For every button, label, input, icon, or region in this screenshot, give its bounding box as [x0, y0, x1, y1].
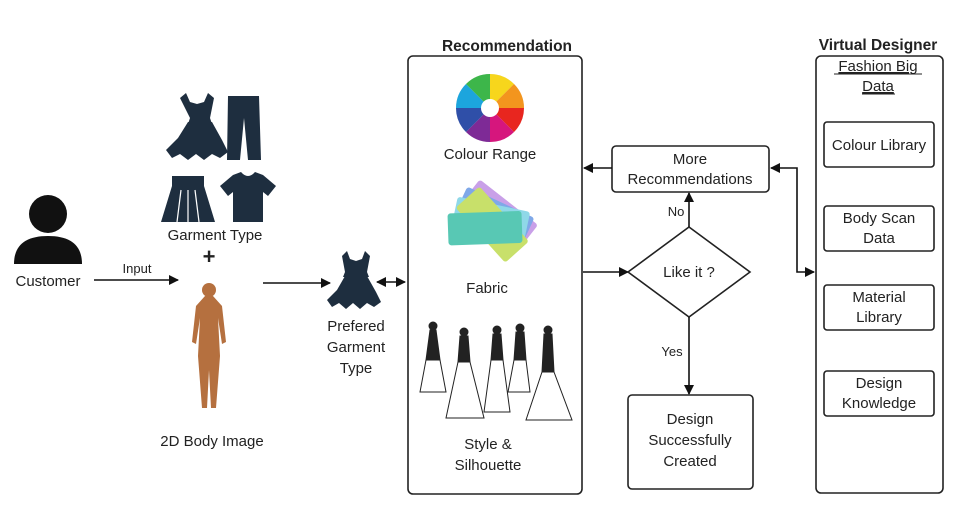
- customer-label: Customer: [15, 273, 80, 290]
- colour-wheel-icon: [456, 74, 524, 142]
- style-label-2: Silhouette: [455, 457, 522, 474]
- fabric-swatches-icon: [447, 180, 537, 262]
- customer-icon: [14, 195, 82, 264]
- input-label: Input: [123, 261, 152, 276]
- material-library-label-2: Library: [856, 309, 902, 326]
- material-library-label-1: Material: [852, 289, 905, 306]
- more-label-1: More: [673, 151, 707, 168]
- design-knowledge-label-1: Design: [856, 375, 903, 392]
- tshirt-icon: [220, 172, 276, 222]
- skirt-icon: [161, 176, 215, 223]
- design-knowledge-box: [823, 370, 935, 417]
- decision-label: Like it ?: [663, 264, 715, 281]
- fashion-big-data-label-2: Data: [862, 78, 894, 95]
- colour-range-label: Colour Range: [444, 146, 537, 163]
- trousers-icon: [227, 96, 261, 160]
- no-label: No: [668, 204, 685, 219]
- more-designer-connector: [770, 163, 815, 277]
- sketch-figures-icon: [419, 321, 573, 421]
- preferred-label-3: Type: [340, 360, 373, 377]
- material-library-box: [823, 284, 935, 331]
- design-created-box: [627, 394, 754, 490]
- recommendation-title: Recommendation: [442, 38, 572, 55]
- preferred-label-2: Garment: [327, 339, 386, 356]
- body-figure-icon: [192, 283, 226, 408]
- fashion-big-data-label-1: Fashion Big: [838, 58, 917, 75]
- body-image-label: 2D Body Image: [160, 433, 263, 450]
- design-label-1: Design: [667, 411, 714, 428]
- garment-type-label: Garment Type: [168, 227, 263, 244]
- style-label-1: Style &: [464, 436, 512, 453]
- body-scan-label-2: Data: [863, 230, 895, 247]
- body-scan-data-box: [823, 205, 935, 252]
- design-knowledge-label-2: Knowledge: [842, 395, 916, 412]
- dress-icon: [166, 93, 228, 160]
- design-label-2: Successfully: [648, 432, 732, 449]
- yes-label: Yes: [661, 344, 683, 359]
- virtual-designer-title: Virtual Designer: [819, 37, 938, 54]
- body-scan-label-1: Body Scan: [843, 210, 916, 227]
- plus-sign: +: [203, 244, 216, 269]
- preferred-label-1: Prefered: [327, 318, 385, 335]
- fabric-label: Fabric: [466, 280, 508, 297]
- colour-library-box: [823, 121, 935, 168]
- more-recommendations-box: [611, 145, 770, 193]
- colour-library-label: Colour Library: [832, 137, 927, 154]
- preferred-dress-icon: [327, 251, 381, 309]
- design-label-3: Created: [663, 453, 716, 470]
- more-label-2: Recommendations: [627, 171, 752, 188]
